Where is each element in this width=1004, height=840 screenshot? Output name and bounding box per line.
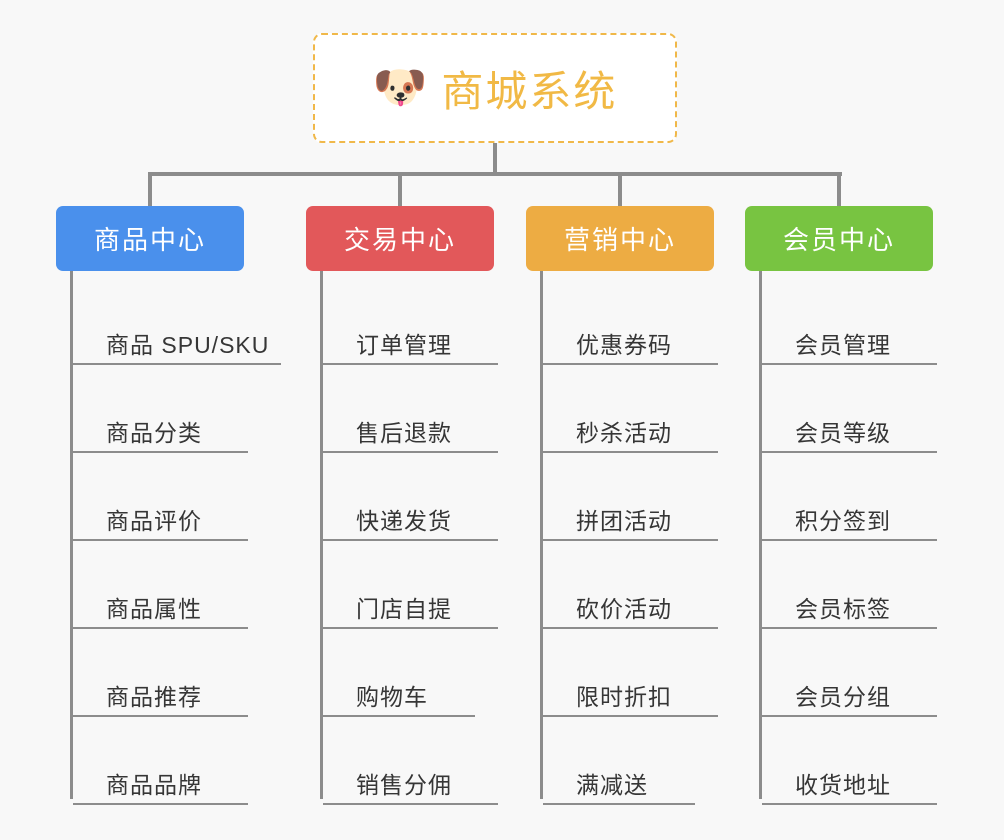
leaf-item[interactable]: 快递发货	[323, 453, 498, 541]
branch-header-label: 会员中心	[782, 225, 895, 255]
connector-root-stem	[493, 143, 497, 175]
root-node[interactable]: 🐶 商城系统	[313, 33, 677, 143]
leaf-item[interactable]: 限时折扣	[543, 629, 718, 717]
leaf-item-label: 会员管理	[795, 331, 891, 358]
leaf-item[interactable]: 商品品牌	[73, 717, 248, 805]
leaf-item-label: 限时折扣	[576, 683, 672, 710]
leaf-item[interactable]: 满减送	[543, 717, 695, 805]
leaf-item-label: 会员标签	[795, 595, 891, 622]
branch-header-label: 交易中心	[343, 225, 456, 255]
branch-body-member-center: 会员管理会员等级积分签到会员标签会员分组收货地址	[759, 271, 937, 805]
leaf-item[interactable]: 商品推荐	[73, 629, 248, 717]
leaf-item[interactable]: 商品 SPU/SKU	[73, 277, 281, 365]
branch-marketing-center: 营销中心优惠券码秒杀活动拼团活动砍价活动限时折扣满减送	[526, 206, 718, 805]
branch-body-trade-center: 订单管理售后退款快递发货门店自提购物车销售分佣	[320, 271, 498, 805]
leaf-item-label: 拼团活动	[576, 507, 672, 534]
leaf-item[interactable]: 砍价活动	[543, 541, 718, 629]
leaf-item-label: 收货地址	[795, 771, 891, 798]
leaf-item[interactable]: 秒杀活动	[543, 365, 718, 453]
leaf-item-label: 购物车	[356, 683, 428, 710]
connector-horizontal-bar	[150, 172, 842, 176]
branch-header-marketing-center[interactable]: 营销中心	[526, 206, 714, 271]
leaf-item-label: 会员等级	[795, 419, 891, 446]
branch-body-product-center: 商品 SPU/SKU 商品分类商品评价商品属性商品推荐商品品牌	[70, 271, 281, 805]
leaf-item-label: 砍价活动	[576, 595, 672, 622]
leaf-item[interactable]: 商品分类	[73, 365, 248, 453]
leaf-item-label: 售后退款	[356, 419, 452, 446]
leaf-item[interactable]: 收货地址	[762, 717, 937, 805]
connector-drop-marketing-center	[618, 172, 622, 206]
leaf-item-label: 秒杀活动	[576, 419, 672, 446]
branch-member-center: 会员中心会员管理会员等级积分签到会员标签会员分组收货地址	[745, 206, 937, 805]
connector-drop-member-center	[837, 172, 841, 206]
branch-header-product-center[interactable]: 商品中心	[56, 206, 244, 271]
leaf-item-label: 商品 SPU/SKU	[106, 331, 270, 358]
connector-drop-product-center	[148, 172, 152, 206]
leaf-item-label: 商品品牌	[106, 771, 202, 798]
branch-header-label: 营销中心	[563, 225, 676, 255]
leaf-item-label: 商品属性	[106, 595, 202, 622]
leaf-item[interactable]: 优惠券码	[543, 277, 718, 365]
leaf-item-label: 积分签到	[795, 507, 891, 534]
leaf-item[interactable]: 商品评价	[73, 453, 248, 541]
branch-header-trade-center[interactable]: 交易中心	[306, 206, 494, 271]
leaf-item[interactable]: 拼团活动	[543, 453, 718, 541]
leaf-item-label: 快递发货	[356, 507, 452, 534]
leaf-item-label: 商品分类	[106, 419, 202, 446]
leaf-item-label: 销售分佣	[356, 771, 452, 798]
branch-body-marketing-center: 优惠券码秒杀活动拼团活动砍价活动限时折扣满减送	[540, 271, 718, 805]
leaf-item[interactable]: 会员分组	[762, 629, 937, 717]
leaf-item[interactable]: 门店自提	[323, 541, 498, 629]
connector-drop-trade-center	[398, 172, 402, 206]
branch-product-center: 商品中心商品 SPU/SKU 商品分类商品评价商品属性商品推荐商品品牌	[56, 206, 281, 805]
leaf-item[interactable]: 商品属性	[73, 541, 248, 629]
branch-header-label: 商品中心	[93, 225, 206, 255]
branch-trade-center: 交易中心订单管理售后退款快递发货门店自提购物车销售分佣	[306, 206, 498, 805]
root-title: 商城系统	[441, 67, 618, 115]
leaf-item[interactable]: 会员管理	[762, 277, 937, 365]
leaf-item-label: 订单管理	[356, 331, 452, 358]
leaf-item[interactable]: 购物车	[323, 629, 475, 717]
leaf-item[interactable]: 会员标签	[762, 541, 937, 629]
shiba-dog-icon: 🐶	[372, 63, 428, 112]
leaf-item[interactable]: 售后退款	[323, 365, 498, 453]
leaf-item[interactable]: 订单管理	[323, 277, 498, 365]
branch-header-member-center[interactable]: 会员中心	[745, 206, 933, 271]
leaf-item-label: 会员分组	[795, 683, 891, 710]
leaf-item-label: 满减送	[576, 771, 648, 798]
leaf-item-label: 商品推荐	[106, 683, 202, 710]
leaf-item-label: 优惠券码	[576, 331, 672, 358]
leaf-item[interactable]: 销售分佣	[323, 717, 498, 805]
leaf-item[interactable]: 积分签到	[762, 453, 937, 541]
leaf-item-label: 门店自提	[356, 595, 452, 622]
leaf-item[interactable]: 会员等级	[762, 365, 937, 453]
leaf-item-label: 商品评价	[106, 507, 202, 534]
